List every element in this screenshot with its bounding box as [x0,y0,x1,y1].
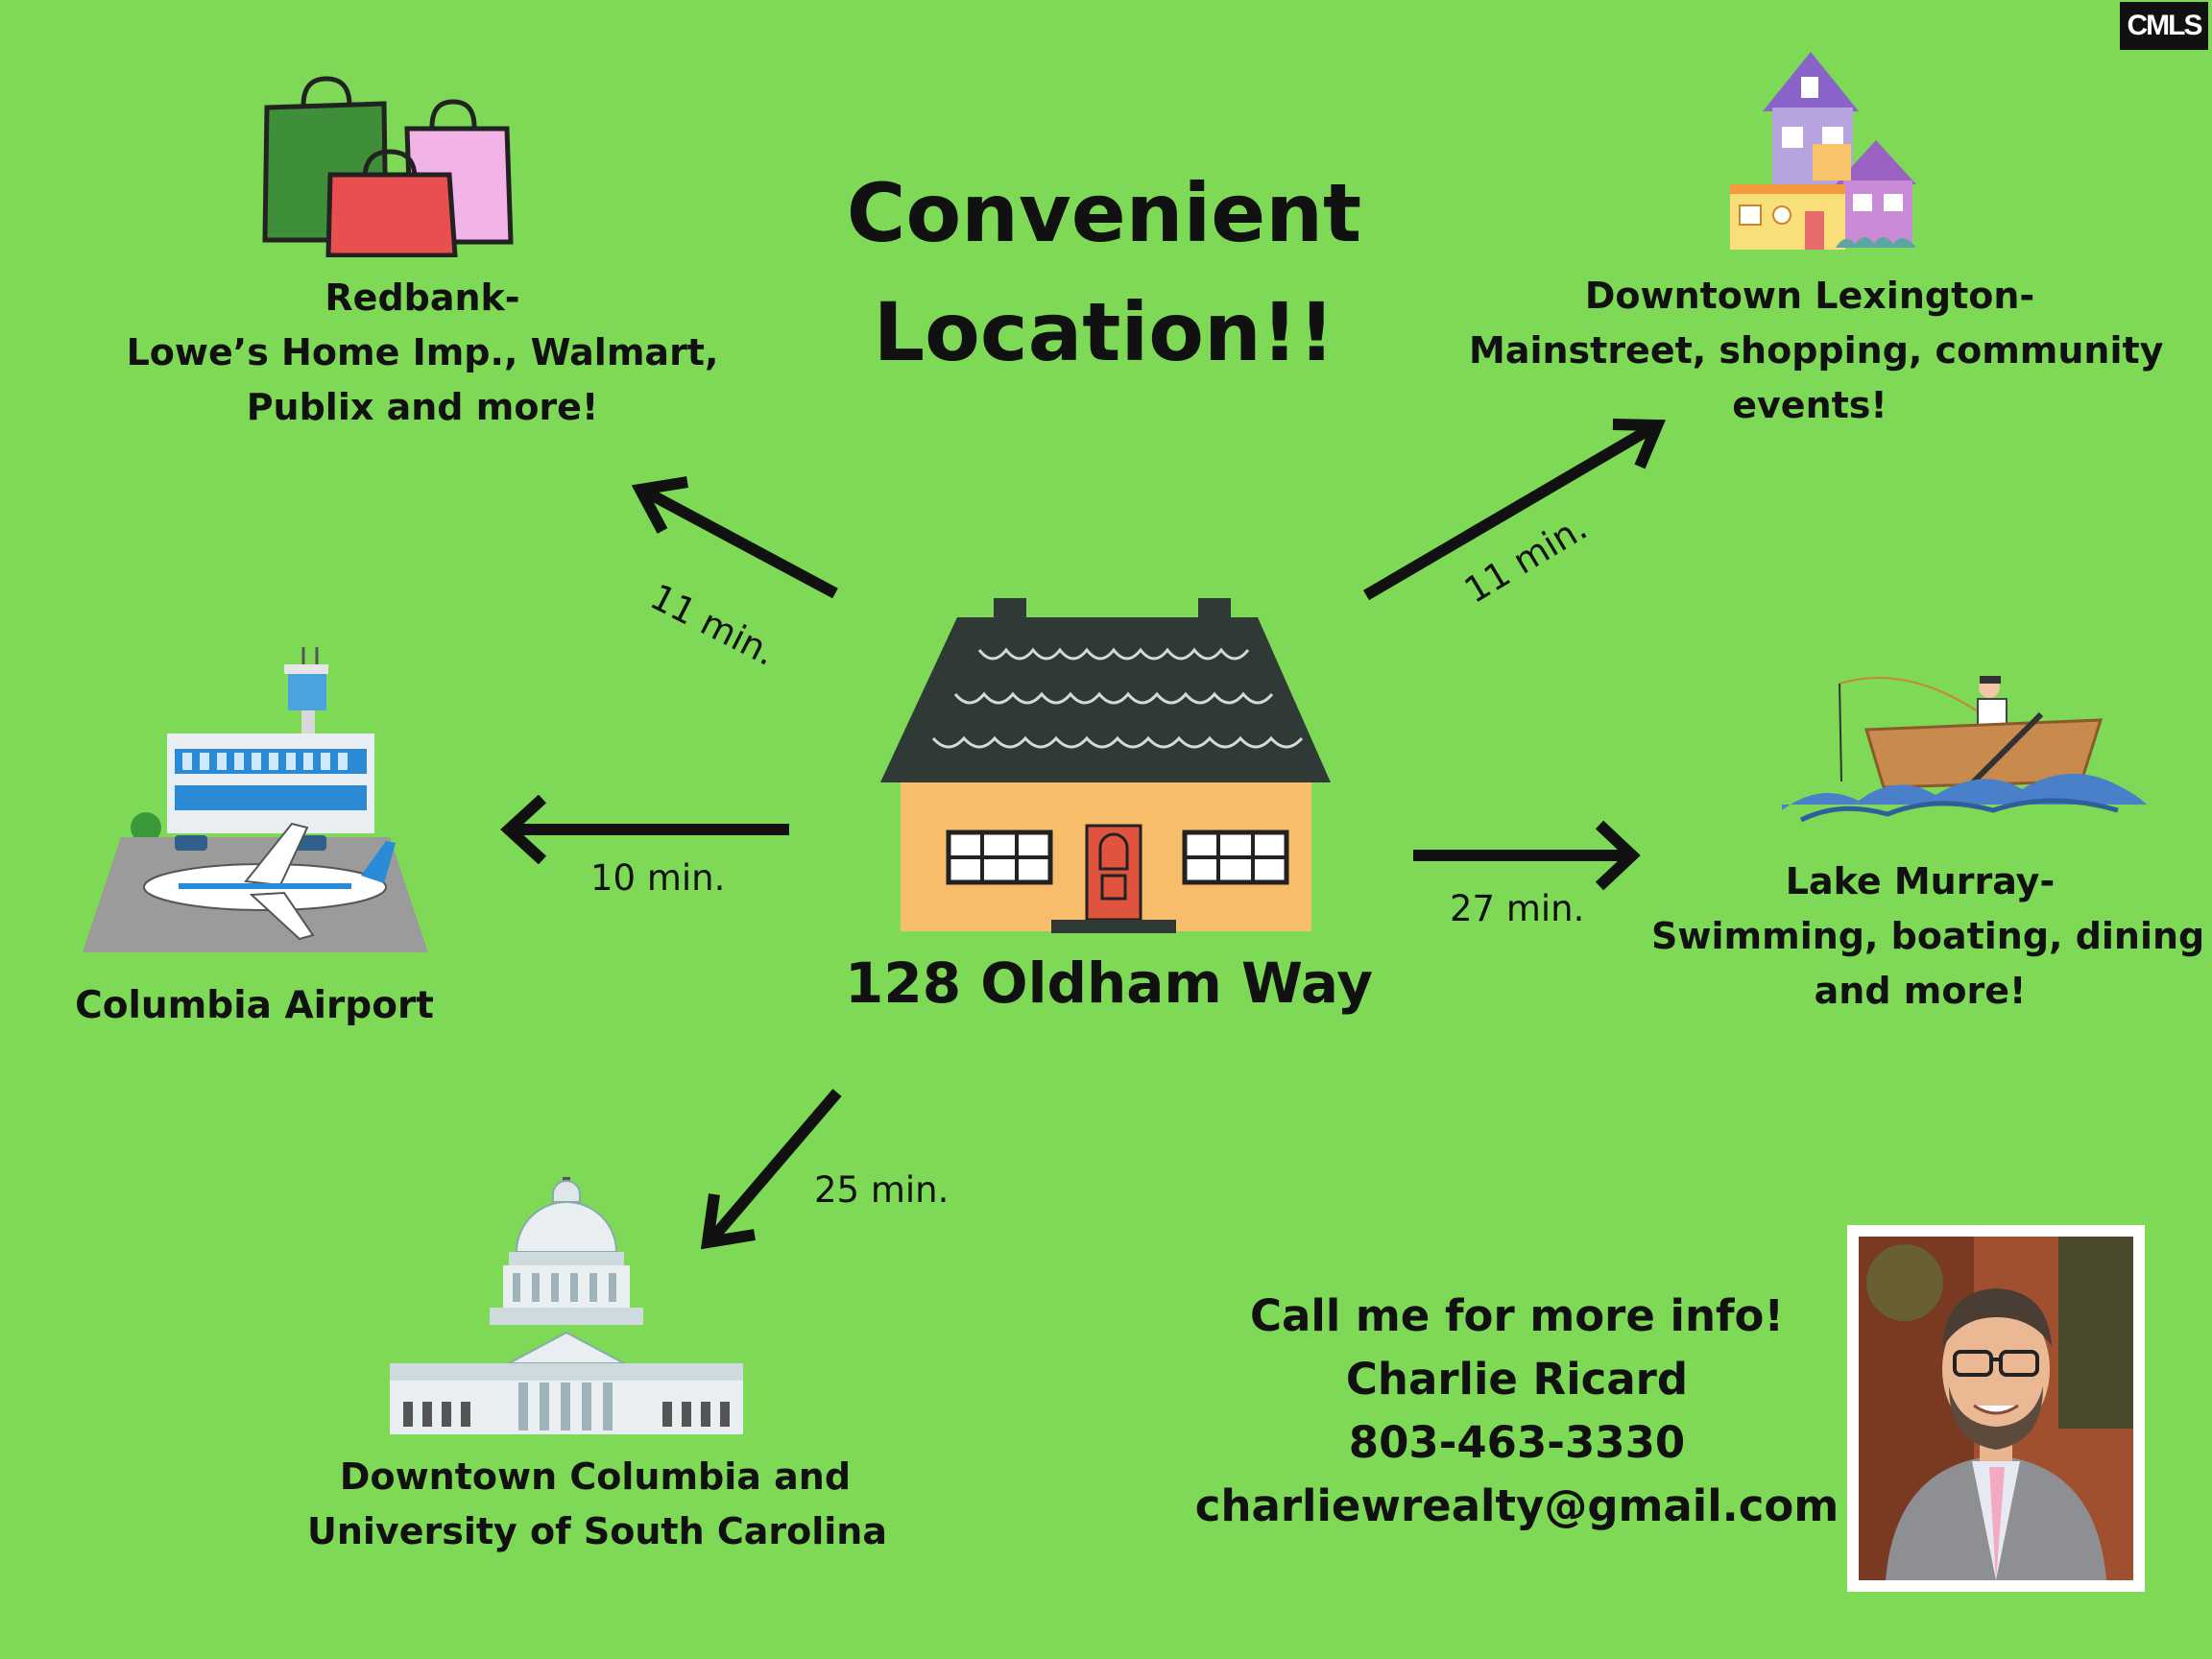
lexington-line-1: Downtown Lexington- [1584,275,2035,317]
airport-label: Columbia Airport [75,984,434,1027]
page-title: Convenient Location!! [749,154,1459,392]
redbank-label: Redbank- Lowe’s Home Imp., Walmart, Publ… [106,271,739,435]
arrow-to-redbank [631,476,838,599]
agent-portrait [1859,1237,2133,1580]
contact-block: Call me for more info! Charlie Ricard 80… [1190,1285,1843,1538]
redbank-line-1: Redbank- [325,276,520,319]
lake-murray-label: Lake Murray- Swimming, boating, dining a… [1651,854,2205,1019]
redbank-line-3: Publix and more! [246,386,599,428]
arrow-to-columbia [700,1089,842,1250]
title-line-1: Convenient [846,166,1362,260]
title-line-2: Location!! [873,285,1335,379]
columbia-line-1: Downtown Columbia and [339,1455,852,1498]
mls-logo: CMLS [2120,2,2208,50]
contact-cta: Call me for more info! [1250,1290,1784,1341]
agent-phone[interactable]: 803-463-3330 [1348,1417,1686,1468]
arrow-to-lake [1413,820,1641,891]
house-illustration [880,598,1331,933]
property-address: 128 Oldham Way [845,950,1374,1016]
lexington-line-2: Mainstreet, shopping, community [1469,329,2164,372]
airport-time: 10 min. [590,857,726,899]
airport-icon [83,647,428,952]
capitol-building-icon [390,1177,743,1434]
shopping-bags-icon [262,76,514,257]
arrow-to-lexington [1362,419,1666,601]
lexington-line-3: events! [1732,384,1887,426]
lake-time: 27 min. [1450,888,1585,929]
fishing-boat-icon [1782,676,2147,823]
agent-name: Charlie Ricard [1345,1354,1689,1405]
columbia-label: Downtown Columbia and University of Sout… [307,1450,887,1559]
agent-email[interactable]: charliewrealty@gmail.com [1194,1480,1839,1531]
redbank-line-2: Lowe’s Home Imp., Walmart, [126,331,719,373]
lake-line-3: and more! [1814,970,2027,1012]
columbia-line-2: University of South Carolina [307,1510,887,1552]
town-houses-icon [1730,52,1916,250]
lake-line-2: Swimming, boating, dining [1651,915,2205,957]
lake-line-1: Lake Murray- [1785,860,2056,902]
arrow-to-airport [500,794,789,865]
agent-photo [1847,1225,2145,1592]
columbia-time: 25 min. [814,1169,950,1211]
lexington-label: Downtown Lexington- Mainstreet, shopping… [1469,269,2164,433]
